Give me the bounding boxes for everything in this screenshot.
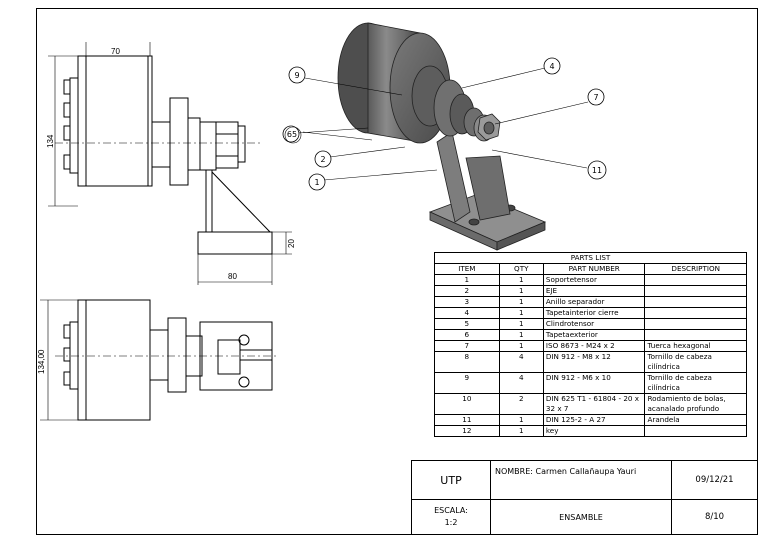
balloon-65: 65 — [282, 125, 302, 144]
svg-text:2: 2 — [320, 155, 325, 164]
title-block: UTP NOMBRE: Carmen Callañaupa Yauri 09/1… — [411, 460, 758, 535]
top-view — [40, 299, 276, 421]
header-item: ITEM — [434, 263, 500, 275]
balloon-leaders — [297, 67, 589, 181]
author-name: NOMBRE: Carmen Callañaupa Yauri — [490, 460, 672, 500]
balloon-7: 7 — [587, 88, 605, 106]
dim-20: 20 — [287, 239, 296, 248]
isometric-view — [337, 22, 547, 251]
header-qty: QTY — [498, 263, 544, 275]
svg-text:9: 9 — [294, 71, 299, 80]
balloons: 9 4 7 65 2 1 11 — [282, 57, 607, 191]
scale-label: ESCALA: — [434, 506, 468, 515]
balloon-11: 11 — [587, 160, 607, 180]
sheet-number: 8/10 — [671, 499, 758, 535]
dim-134-lower: 134,00 — [37, 349, 46, 374]
parts-list-table: PARTS LIST ITEM QTY PART NUMBER DESCRIPT… — [434, 252, 747, 437]
balloon-9: 9 — [288, 66, 306, 84]
header-part-number: PART NUMBER — [542, 263, 646, 275]
institution-label: UTP — [411, 460, 491, 500]
dim-70: 70 — [111, 47, 120, 56]
dim-80: 80 — [228, 272, 237, 281]
scale-cell: ESCALA: 1:2 — [411, 499, 491, 535]
front-view — [48, 42, 292, 285]
balloon-4: 4 — [543, 57, 561, 75]
svg-text:7: 7 — [593, 93, 598, 102]
balloon-2: 2 — [314, 150, 332, 168]
parts-list-header: ITEM QTY PART NUMBER DESCRIPTION — [434, 263, 747, 275]
drawing-date: 09/12/21 — [671, 460, 758, 500]
drawing-sheet-border — [36, 8, 758, 535]
scale-value: 1:2 — [444, 518, 458, 527]
svg-text:4: 4 — [549, 62, 554, 71]
drawing-title: ENSAMBLE — [490, 499, 672, 535]
dim-134: 134 — [46, 134, 55, 148]
header-description: DESCRIPTION — [644, 263, 747, 275]
balloon-1: 1 — [308, 173, 326, 191]
svg-text:65: 65 — [287, 130, 297, 139]
svg-text:1: 1 — [314, 178, 319, 187]
svg-text:11: 11 — [592, 166, 602, 175]
parts-list-title: PARTS LIST — [434, 252, 747, 264]
